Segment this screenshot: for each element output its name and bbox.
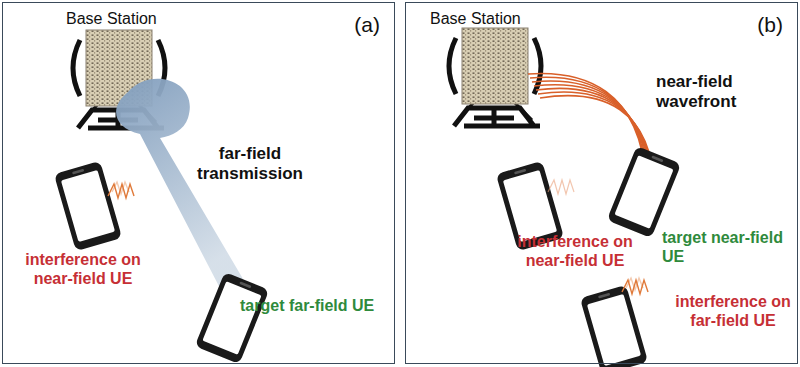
beam-label: far-field transmission — [190, 144, 310, 185]
ue-label: target far-field UE — [240, 296, 390, 315]
wavefront-label: near-field wavefront — [656, 72, 776, 113]
panel-tag: (b) — [757, 13, 783, 37]
ue-label: interference on near-field UE — [8, 250, 158, 288]
ue-label: target near-field UE — [662, 228, 794, 266]
station-label: Base Station — [66, 9, 176, 28]
ue-label: interference on far-field UE — [672, 292, 794, 330]
panel-tag: (a) — [354, 13, 380, 37]
station-label: Base Station — [430, 9, 540, 28]
ue-label: interference on near-field UE — [500, 232, 650, 270]
